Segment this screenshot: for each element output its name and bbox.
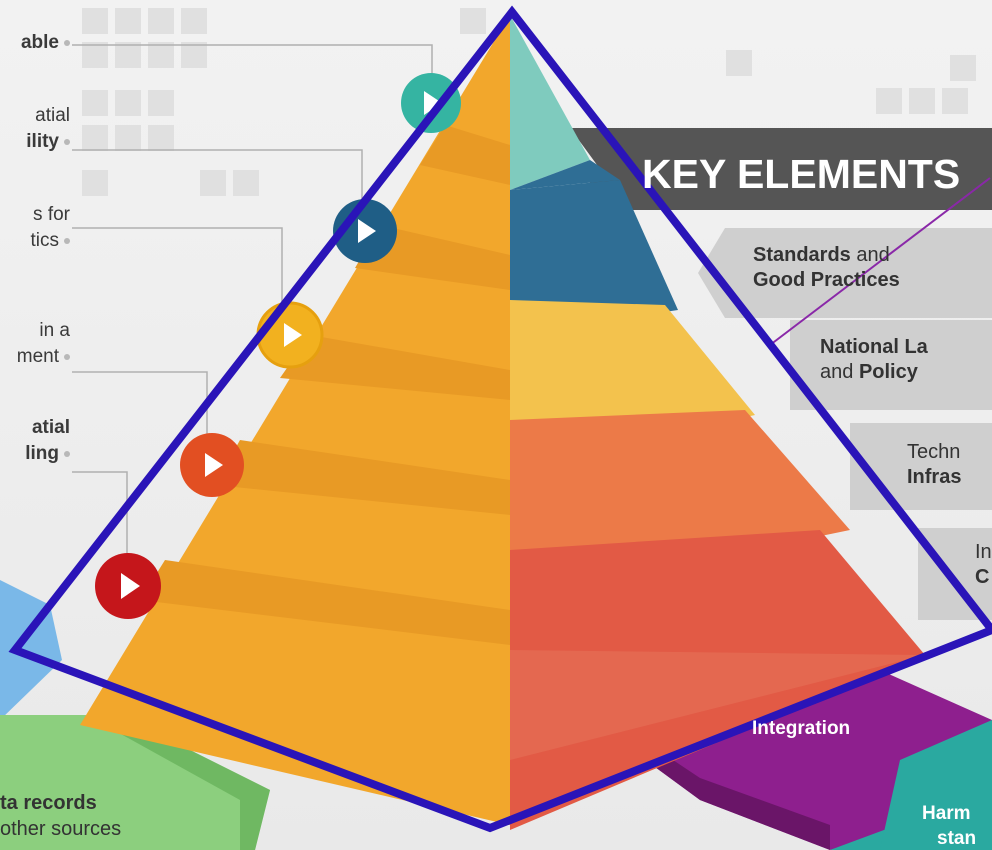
green-tile-line2: other sources (0, 818, 122, 840)
play-buttons (95, 73, 461, 619)
tier-2 (510, 180, 678, 335)
left-label-1: able (21, 30, 70, 56)
element-standards-rest: and (850, 244, 890, 266)
tier-1 (510, 15, 590, 190)
left-label-3: s for tics (30, 202, 70, 254)
left-label-2-line2: ility (26, 131, 59, 152)
green-tile-text: ta records other sources (0, 790, 121, 842)
key-elements-banner (570, 128, 992, 210)
element-national-law-pre: and (820, 361, 859, 383)
left-label-3-line2: tics (30, 230, 60, 251)
play-button-1[interactable] (401, 73, 461, 133)
left-label-5-line1: atial (31, 417, 70, 438)
element-standards-bold: Standards (753, 244, 851, 266)
pyramid-left-face (80, 15, 510, 825)
left-label-4: in a ment (17, 318, 70, 370)
element-technical-line1: Techn (907, 441, 961, 463)
left-label-4-line2: ment (16, 346, 59, 367)
pointer-line (769, 177, 991, 346)
harmonization-label-line2: stan (937, 828, 977, 849)
element-institutional-line1: In (975, 541, 992, 563)
left-label-1-text: able (20, 32, 59, 53)
play-button-3[interactable] (256, 301, 324, 369)
harmonization-label-line1: Harm (922, 803, 971, 824)
left-label-2-line1: atial (35, 105, 70, 126)
pyramid-right-face (510, 15, 925, 830)
element-standards: Standards and Good Practices (753, 243, 900, 293)
element-national-law-line1: National La (820, 336, 928, 358)
integration-label: Integration (752, 718, 851, 739)
key-elements-title: KEY ELEMENTS (642, 151, 961, 197)
left-label-4-line1: in a (39, 320, 70, 341)
element-technical: Techn Infras (907, 440, 961, 490)
element-standards-line2: Good Practices (753, 269, 900, 291)
play-button-4[interactable] (180, 433, 244, 497)
outline-triangle (8, 5, 992, 833)
element-technical-line2: Infras (907, 466, 962, 488)
left-label-3-line1: s for (33, 204, 70, 225)
play-button-5[interactable] (95, 553, 161, 619)
left-label-5: atial ling (25, 415, 70, 467)
element-institutional: In C (975, 540, 992, 590)
element-tabs (698, 228, 992, 620)
green-tile (0, 715, 270, 850)
element-institutional-line2: C (975, 566, 990, 588)
element-national-law: National La and Policy (820, 335, 928, 385)
left-label-2: atial ility (26, 103, 70, 155)
background-squares (82, 8, 976, 196)
green-tile-line1: ta records (0, 792, 97, 814)
left-label-5-line2: ling (25, 443, 59, 464)
element-national-law-policy: Policy (858, 361, 918, 383)
